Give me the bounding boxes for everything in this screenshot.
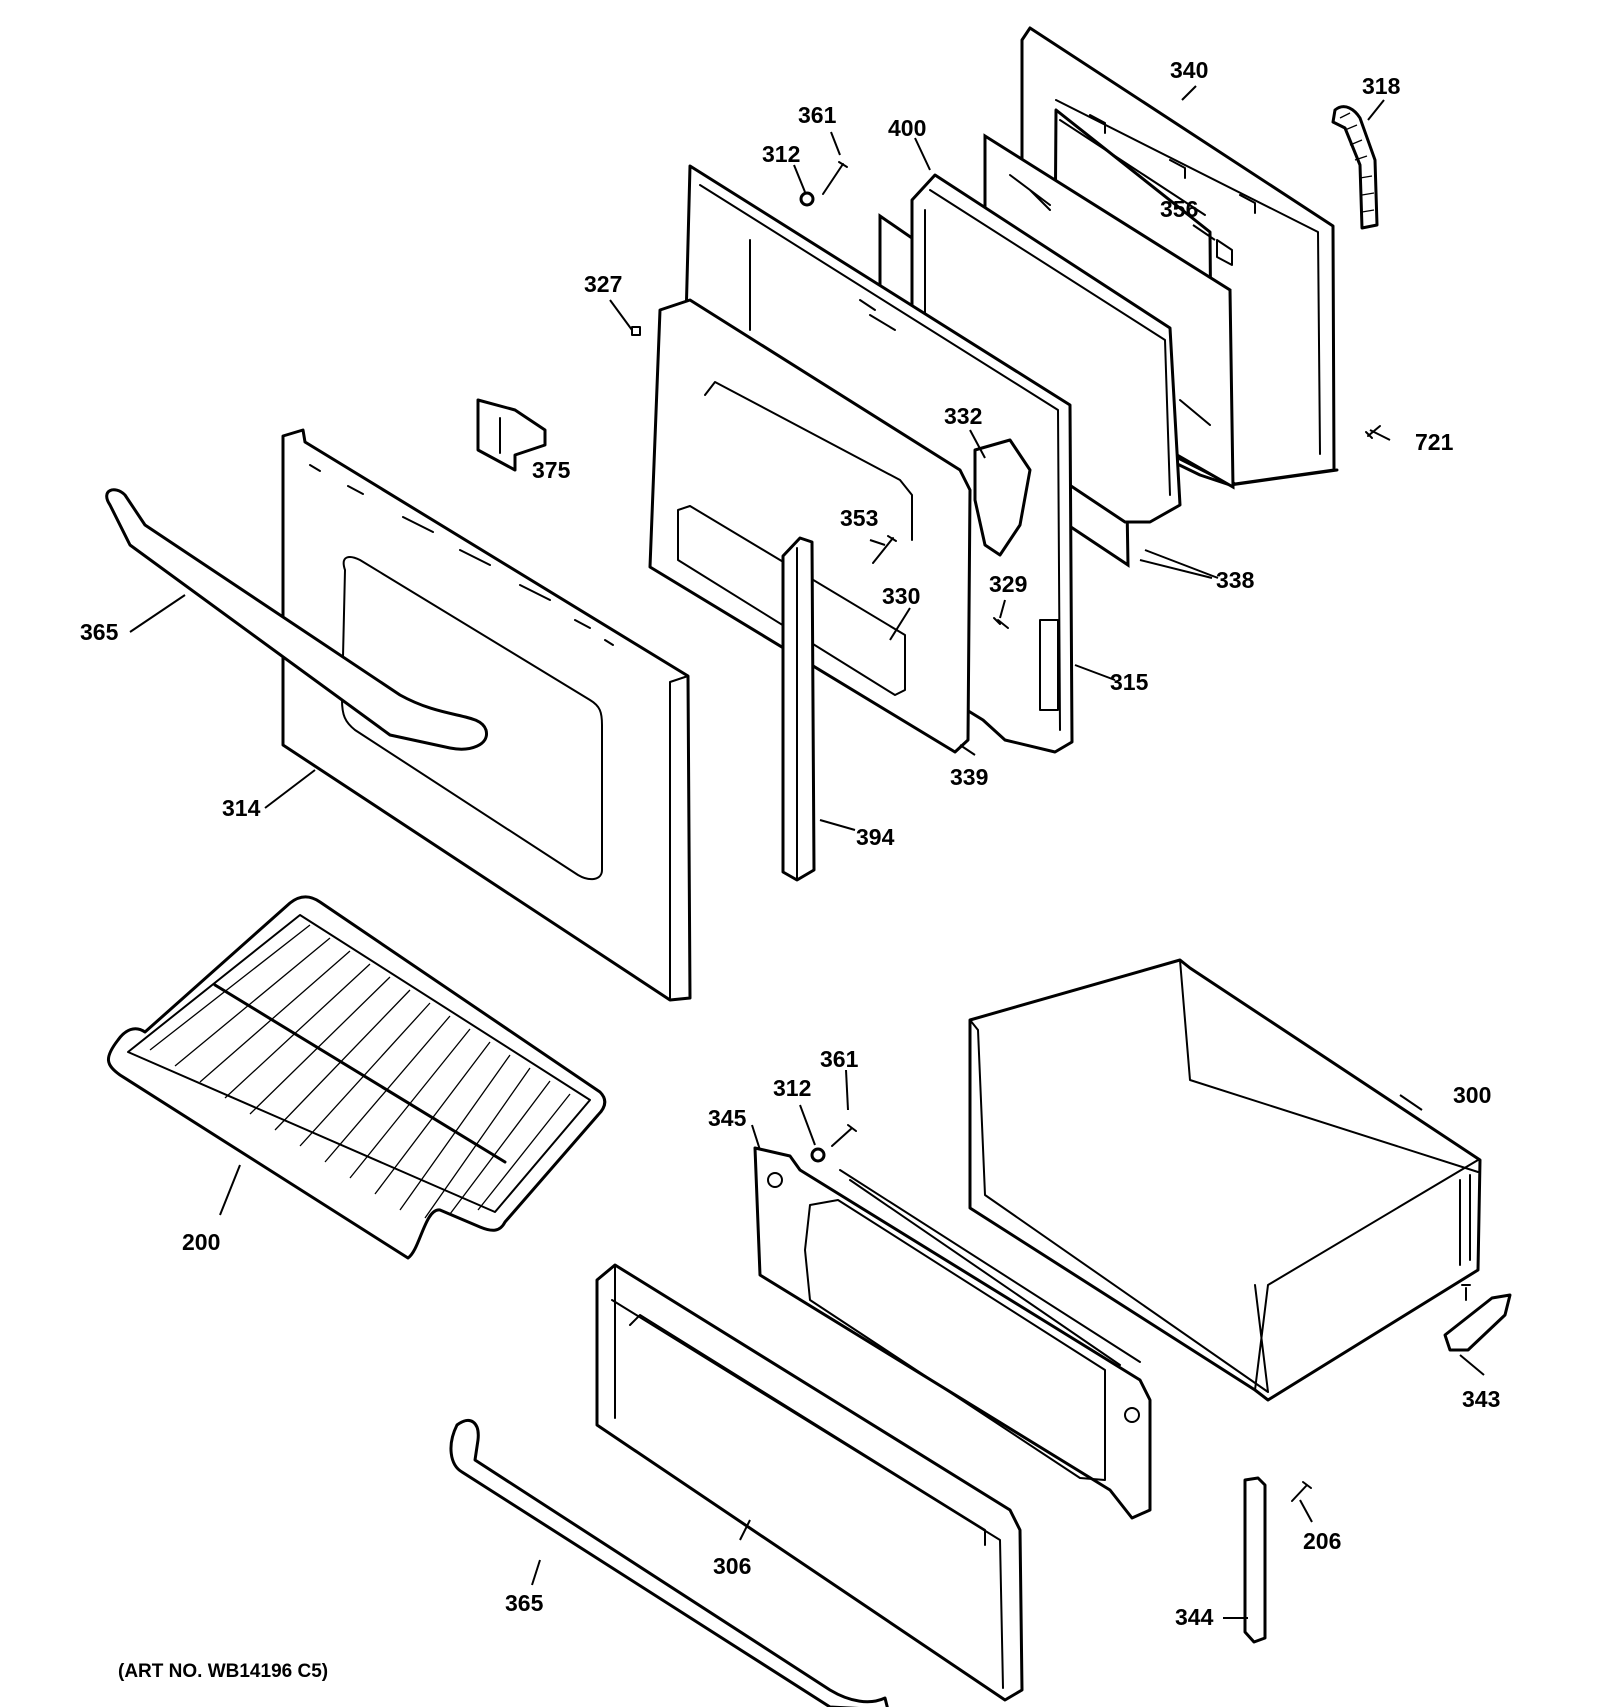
callout-353: 353 bbox=[840, 505, 878, 531]
callout-361-top: 361 bbox=[798, 102, 837, 128]
callout-365-top: 365 bbox=[80, 619, 119, 645]
callout-400: 400 bbox=[888, 115, 926, 141]
screw-hardware bbox=[631, 161, 1471, 1502]
callout-361-bottom: 361 bbox=[820, 1046, 859, 1072]
part-300-drawer-box bbox=[968, 958, 1482, 1402]
part-318-door-gasket bbox=[1331, 105, 1379, 230]
callout-330: 330 bbox=[882, 583, 920, 609]
callout-345: 345 bbox=[708, 1105, 747, 1131]
callout-329: 329 bbox=[989, 571, 1027, 597]
callout-labels: 340 318 361 400 312 356 327 332 721 375 … bbox=[80, 57, 1500, 1682]
callout-327: 327 bbox=[584, 271, 622, 297]
callout-375: 375 bbox=[532, 457, 571, 483]
callout-332: 332 bbox=[944, 403, 982, 429]
callout-356: 356 bbox=[1160, 196, 1198, 222]
part-375-hinge-bracket bbox=[476, 398, 547, 472]
callout-300: 300 bbox=[1453, 1082, 1491, 1108]
callout-340: 340 bbox=[1170, 57, 1208, 83]
part-400-door-liner bbox=[910, 173, 1182, 524]
leader-lines bbox=[129, 85, 1485, 1619]
part-365-door-handle bbox=[105, 488, 488, 751]
callout-365-bottom: 365 bbox=[505, 1590, 544, 1616]
callout-206: 206 bbox=[1303, 1528, 1341, 1554]
part-332-insulation bbox=[973, 438, 1032, 557]
callout-314: 314 bbox=[222, 795, 261, 821]
callout-306: 306 bbox=[713, 1553, 751, 1579]
part-345-drawer-rail bbox=[753, 1146, 1152, 1520]
callout-312-top: 312 bbox=[762, 141, 800, 167]
callout-338: 338 bbox=[1216, 567, 1255, 593]
part-200-oven-rack bbox=[107, 895, 607, 1260]
callout-312-bottom: 312 bbox=[773, 1075, 811, 1101]
callout-344: 344 bbox=[1175, 1604, 1214, 1630]
callout-200: 200 bbox=[182, 1229, 220, 1255]
callout-315: 315 bbox=[1110, 669, 1149, 695]
part-365-drawer-handle bbox=[449, 1419, 889, 1707]
callout-343: 343 bbox=[1462, 1386, 1500, 1412]
part-314-outer-door-panel bbox=[281, 428, 692, 1002]
callout-339: 339 bbox=[950, 764, 988, 790]
part-394-vertical-trim bbox=[781, 536, 816, 882]
callout-318: 318 bbox=[1362, 73, 1401, 99]
callout-394: 394 bbox=[856, 824, 895, 850]
art-number: (ART NO. WB14196 C5) bbox=[118, 1661, 328, 1682]
part-306-drawer-front bbox=[595, 1263, 1024, 1702]
part-344-side-trim bbox=[1243, 1476, 1267, 1644]
part-343-drawer-stop bbox=[1443, 1293, 1512, 1352]
callout-721: 721 bbox=[1415, 429, 1454, 455]
